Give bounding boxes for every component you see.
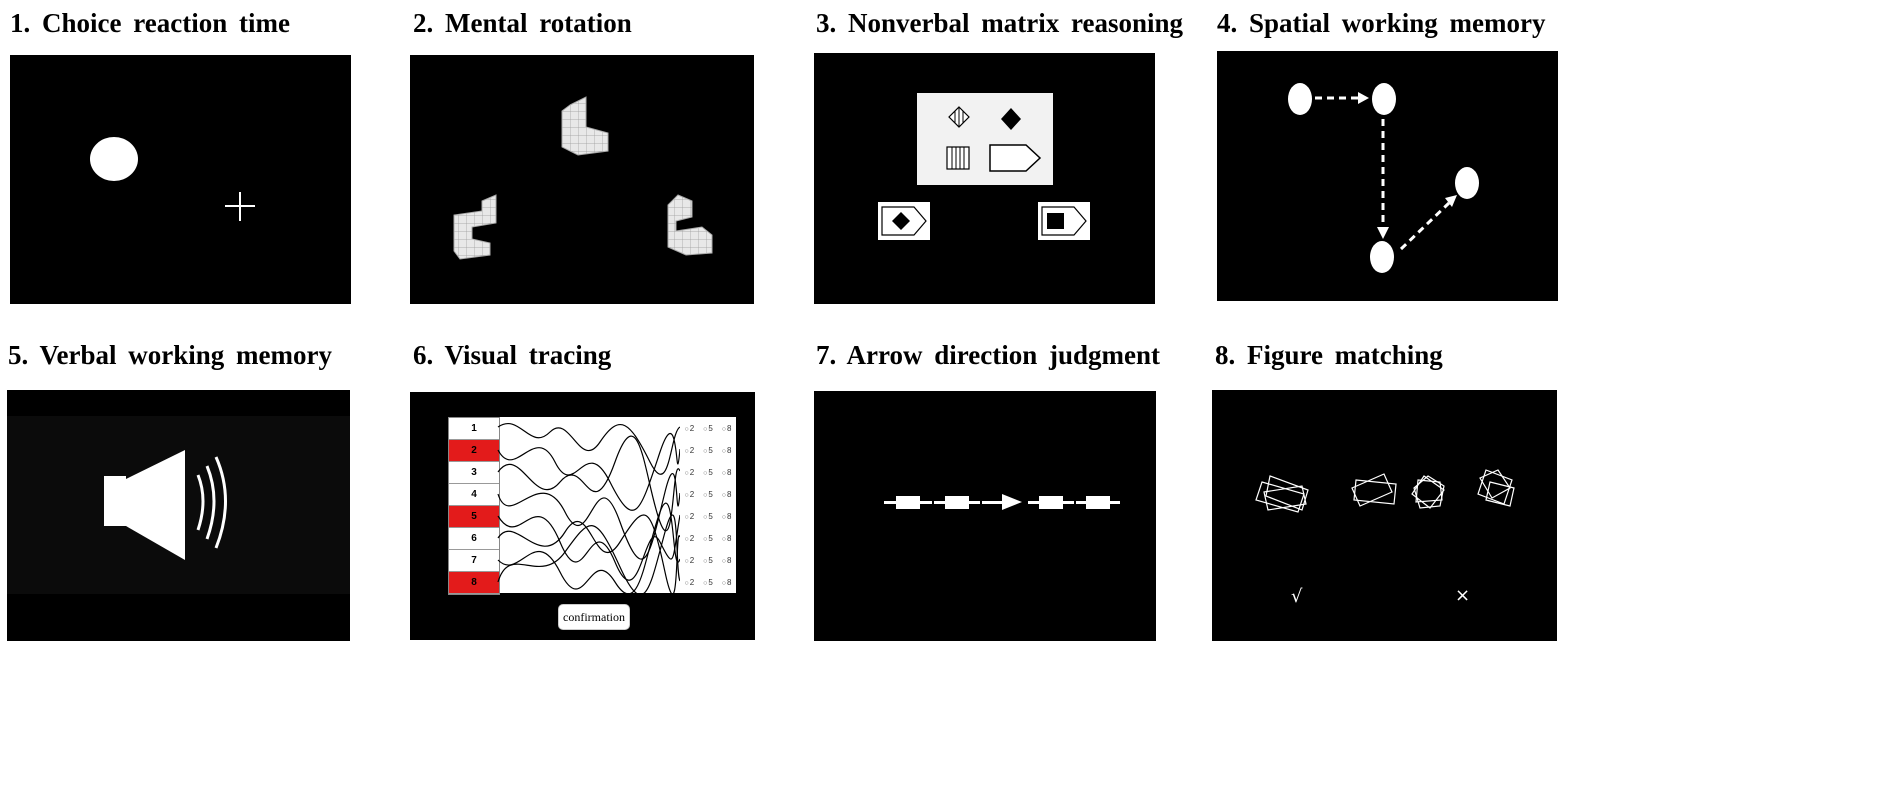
panel-3-title: 3. Nonverbal matrix reasoning — [816, 8, 1183, 38]
panel-2-title: 2. Mental rotation — [413, 8, 632, 38]
row-label: 6 — [471, 533, 477, 544]
empty-arrow-shape — [989, 144, 1042, 172]
option-row[interactable]: 25 8 — [680, 505, 736, 527]
option-2[interactable]: 2 — [684, 490, 694, 499]
option-row[interactable]: 25 8 — [680, 527, 736, 549]
tracing-row[interactable]: 6 — [449, 528, 499, 550]
cross-icon[interactable]: × — [1455, 585, 1471, 606]
row-label: 1 — [471, 423, 477, 434]
tracing-row[interactable]: 2 — [449, 440, 499, 462]
option-2[interactable]: 2 — [684, 512, 694, 521]
panel-4-title: 4. Spatial working memory — [1217, 8, 1546, 38]
option-5[interactable]: 5 — [703, 534, 712, 543]
flanker-right-1 — [1028, 496, 1074, 509]
option-row[interactable]: 25 8 — [680, 571, 736, 593]
memory-dot-2 — [1372, 83, 1396, 115]
rotated-block-top — [561, 96, 609, 156]
option-8[interactable]: 8 — [722, 424, 731, 433]
memory-dot-1 — [1288, 83, 1312, 115]
candidate-figure-1 — [1351, 473, 1397, 507]
row-label: 7 — [471, 555, 477, 566]
option-5[interactable]: 5 — [703, 446, 712, 455]
rotated-block-left — [453, 194, 497, 260]
striped-diamond-icon — [948, 106, 970, 128]
black-diamond-icon — [1001, 108, 1021, 130]
confirmation-button[interactable]: confirmation — [558, 604, 630, 630]
option-8[interactable]: 8 — [722, 446, 731, 455]
option-5[interactable]: 5 — [703, 490, 712, 499]
option-row[interactable]: 25 8 — [680, 549, 736, 571]
target-figure — [1255, 475, 1309, 513]
panel-6-title: 6. Visual tracing — [413, 340, 612, 370]
memory-dot-3 — [1455, 167, 1479, 199]
verbal-memory-panel — [7, 390, 350, 641]
panel-8-title: 8. Figure matching — [1215, 340, 1443, 370]
fixation-cross-icon — [225, 192, 255, 221]
row-label: 5 — [471, 511, 477, 522]
arrow-judgment-panel — [814, 391, 1156, 641]
matrix-box — [917, 93, 1053, 185]
option-8[interactable]: 8 — [722, 490, 731, 499]
memory-dot-4 — [1370, 241, 1394, 273]
tracing-row[interactable]: 5 — [449, 506, 499, 528]
figure-matching-panel: √ × — [1212, 390, 1557, 641]
flanker-left-1 — [934, 496, 980, 509]
option-row[interactable]: 25 8 — [680, 417, 736, 439]
option-5[interactable]: 5 — [703, 556, 712, 565]
panel-1-title: 1. Choice reaction time — [10, 8, 290, 38]
option-5[interactable]: 5 — [703, 578, 712, 587]
sound-wave-icon — [196, 456, 227, 549]
flanker-right-2 — [1076, 496, 1120, 509]
flanker-row — [884, 494, 1120, 510]
option-5[interactable]: 5 — [703, 424, 712, 433]
option-8[interactable]: 8 — [722, 578, 731, 587]
row-label: 3 — [471, 467, 477, 478]
option-8[interactable]: 8 — [722, 512, 731, 521]
striped-square-icon — [946, 146, 970, 170]
option-2[interactable]: 2 — [684, 578, 694, 587]
mental-rotation-panel — [410, 55, 754, 304]
panel-7-title: 7. Arrow direction judgment — [816, 340, 1160, 370]
tracing-row[interactable]: 8 — [449, 572, 499, 594]
option-row[interactable]: 25 8 — [680, 461, 736, 483]
option-2[interactable]: 2 — [684, 424, 694, 433]
row-label: 8 — [471, 577, 477, 588]
flanker-left-2 — [884, 496, 932, 509]
tracing-row[interactable]: 7 — [449, 550, 499, 572]
tracing-row[interactable]: 1 — [449, 418, 499, 440]
circle-stimulus — [90, 137, 138, 181]
option-2[interactable]: 2 — [684, 446, 694, 455]
panel-5-title: 5. Verbal working memory — [8, 340, 332, 370]
option-b — [1038, 202, 1090, 240]
spatial-memory-panel — [1217, 51, 1558, 301]
choice-reaction-panel — [10, 55, 351, 304]
option-8[interactable]: 8 — [722, 556, 731, 565]
candidate-figure-3 — [1477, 469, 1515, 507]
row-label: 4 — [471, 489, 477, 500]
tracing-row-list: 1 2 3 4 5 6 7 8 — [448, 417, 500, 595]
option-row[interactable]: 25 8 — [680, 439, 736, 461]
speaker-icon — [104, 450, 185, 560]
arrow-icon — [1315, 96, 1451, 251]
rotated-block-right — [667, 194, 713, 256]
candidate-figure-2 — [1411, 475, 1445, 509]
tracing-row[interactable]: 3 — [449, 462, 499, 484]
arrow-icon — [982, 494, 1022, 510]
option-5[interactable]: 5 — [703, 512, 712, 521]
row-label: 2 — [471, 445, 477, 456]
option-2[interactable]: 2 — [684, 534, 694, 543]
matrix-reasoning-panel — [814, 53, 1155, 304]
option-row[interactable]: 25 8 — [680, 483, 736, 505]
visual-tracing-panel: 1 2 3 4 5 6 7 8 258 258 258 258 258 258 … — [410, 392, 755, 640]
option-8[interactable]: 8 — [722, 468, 731, 477]
option-5[interactable]: 5 — [703, 468, 712, 477]
tracing-row[interactable]: 4 — [449, 484, 499, 506]
option-2[interactable]: 2 — [684, 556, 694, 565]
option-a — [878, 202, 930, 240]
option-8[interactable]: 8 — [722, 534, 731, 543]
check-icon[interactable]: √ — [1291, 586, 1303, 607]
answer-options: 258 258 258 258 258 258 258 258 — [680, 417, 736, 593]
option-2[interactable]: 2 — [684, 468, 694, 477]
